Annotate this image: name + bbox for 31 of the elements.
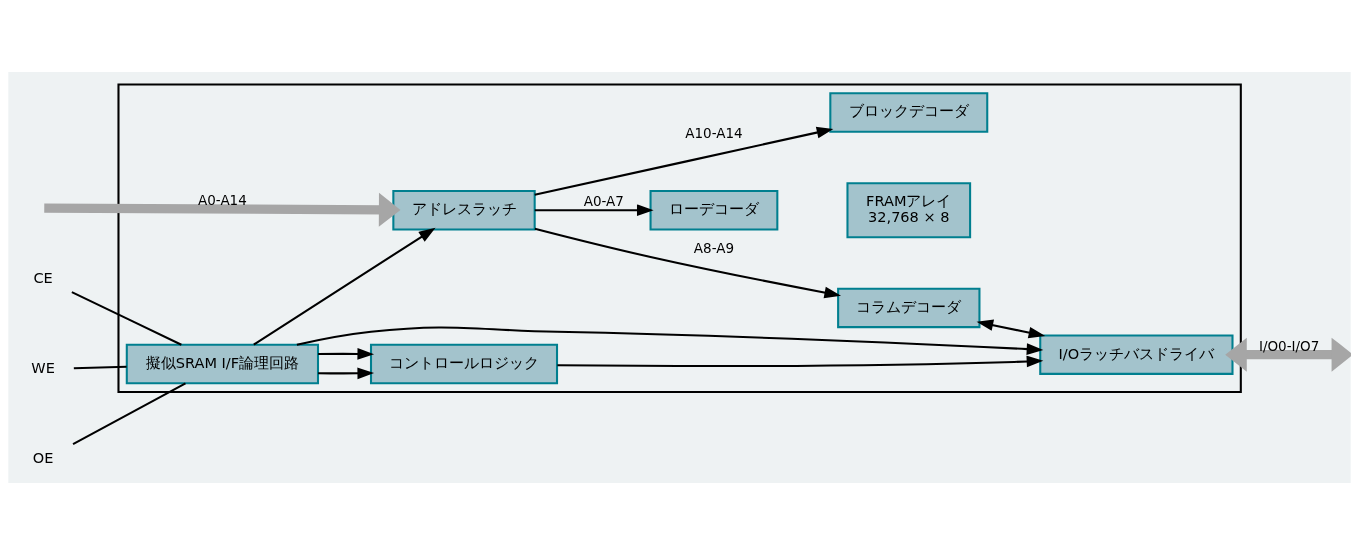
arrow — [534, 126, 834, 196]
connector — [73, 365, 127, 369]
arrow — [44, 192, 401, 227]
arrow — [534, 203, 654, 216]
node-box: アドレスラッチ — [392, 189, 536, 230]
edge-label: A0-A14 — [198, 191, 247, 208]
connector — [72, 381, 186, 445]
edge-label: A8-A9 — [693, 239, 735, 256]
node-text: OE — [32, 449, 54, 466]
cluster — [117, 82, 1242, 393]
node-box: FRAMアレイ 32,768 × 8 — [846, 181, 972, 238]
arrow — [296, 325, 1044, 355]
arrow — [253, 227, 436, 345]
node-box: ブロックデコーダ — [829, 91, 989, 133]
arrow — [1225, 337, 1351, 372]
edge-label: I/O0-I/O7 — [1258, 337, 1320, 354]
node-box: I/Oラッチバスドライバ — [1039, 333, 1234, 375]
node-box: ローデコーダ — [649, 189, 779, 230]
node-box: コラムデコーダ — [837, 287, 981, 328]
edge-label: A10-A14 — [685, 124, 743, 141]
node-text: WE — [31, 359, 55, 376]
arrow — [534, 227, 842, 298]
arrow — [318, 366, 375, 379]
node-box: コントロールロジック — [369, 343, 559, 384]
node-box: 擬似SRAM I/F論理回路 — [125, 343, 320, 384]
arrow — [976, 318, 1046, 338]
arrow — [318, 347, 375, 360]
node-text: CE — [33, 269, 53, 286]
arrow — [557, 355, 1044, 367]
connector — [71, 290, 182, 346]
edge-label: A0-A7 — [583, 192, 624, 209]
